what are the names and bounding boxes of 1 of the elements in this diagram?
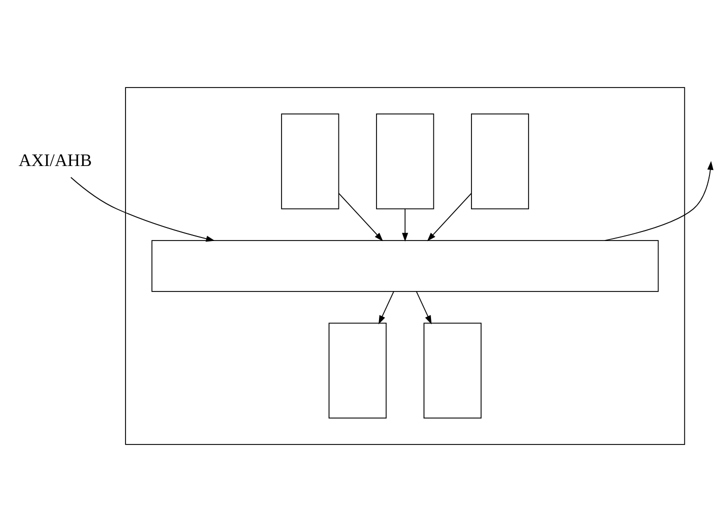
node-text: AXI/AHB — [18, 150, 92, 170]
